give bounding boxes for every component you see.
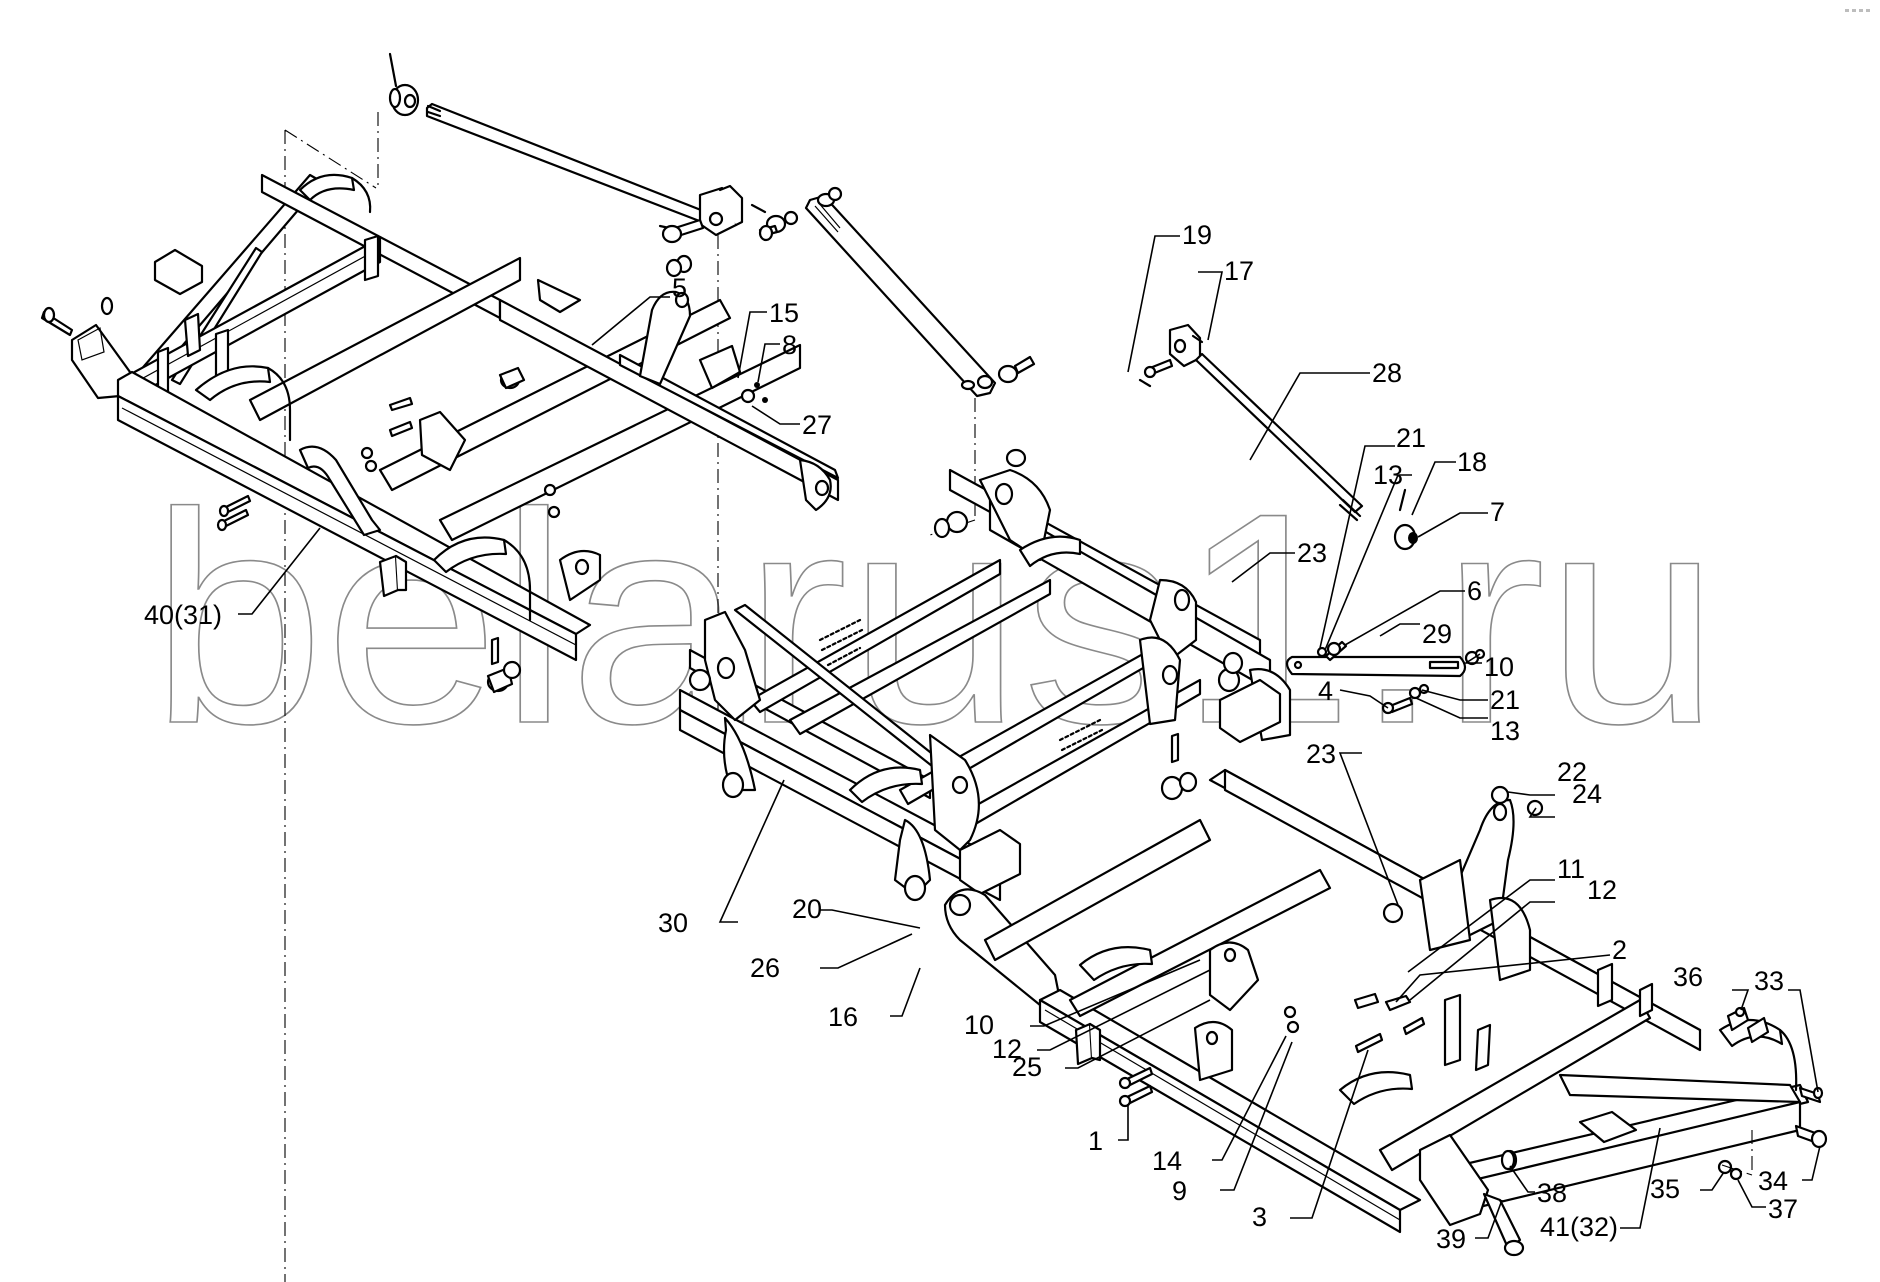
corner-mark: [1859, 9, 1863, 12]
callout-41-32: 41(32): [1540, 1212, 1618, 1242]
corner-marks: [1845, 9, 1870, 12]
callout-34: 34: [1758, 1166, 1788, 1196]
callout-9: 9: [1172, 1176, 1187, 1206]
callout-18: 18: [1457, 447, 1487, 477]
diagonal-link: [758, 186, 1036, 536]
callout-15: 15: [769, 298, 799, 328]
callout-40-31: 40(31): [144, 600, 222, 630]
callout-23-upper: 23: [1297, 538, 1327, 568]
callout-23-lower: 23: [1306, 739, 1336, 769]
callout-30: 30: [658, 908, 688, 938]
callout-10-left: 10: [964, 1010, 994, 1040]
callout-14: 14: [1152, 1146, 1182, 1176]
callout-22: 22: [1557, 757, 1587, 787]
callout-24: 24: [1572, 779, 1602, 809]
callout-5: 5: [672, 273, 687, 303]
right-frame-section: [943, 768, 1828, 1257]
callout-1: 1: [1088, 1126, 1103, 1156]
top-tie-rod: [388, 52, 767, 241]
callout-12-right: 12: [1587, 875, 1617, 905]
left-frame-section: [40, 173, 840, 694]
right-tie-rod: [1138, 323, 1418, 551]
callout-37: 37: [1768, 1194, 1798, 1224]
top-rod-clevis: [698, 184, 744, 237]
center-frame-section: [678, 448, 1292, 902]
callout-17: 17: [1224, 256, 1254, 286]
callout-33: 33: [1754, 966, 1784, 996]
callout-36: 36: [1673, 962, 1703, 992]
top-rod-nut: [388, 83, 420, 117]
callout-13-lower: 13: [1490, 716, 1520, 746]
callout-21-upper: 21: [1396, 423, 1426, 453]
callout-4: 4: [1318, 676, 1333, 706]
callout-12-left: 12: [992, 1034, 1022, 1064]
callout-2: 2: [1612, 935, 1627, 965]
leader-lines: [238, 235, 1821, 1239]
callout-38: 38: [1537, 1178, 1567, 1208]
link-plate: [1285, 640, 1486, 715]
callout-29: 29: [1422, 619, 1452, 649]
callout-27: 27: [802, 410, 832, 440]
callout-13-upper: 13: [1373, 460, 1403, 490]
callout-20: 20: [792, 894, 822, 924]
callout-6: 6: [1467, 576, 1482, 606]
callout-19: 19: [1182, 220, 1212, 250]
callout-21-lower: 21: [1490, 685, 1520, 715]
callout-3: 3: [1252, 1202, 1267, 1232]
callout-10-right: 10: [1484, 652, 1514, 682]
callout-7: 7: [1490, 497, 1505, 527]
callout-39: 39: [1436, 1224, 1466, 1254]
callout-labels: 19 17 28 21 13 18 7 23 6 29 10 4 21 13 2…: [144, 220, 1798, 1254]
callout-8: 8: [782, 330, 797, 360]
top-rod-alignment-line: [284, 112, 379, 1282]
callout-25: 25: [1012, 1052, 1042, 1082]
callout-28: 28: [1372, 358, 1402, 388]
corner-mark: [1852, 9, 1856, 12]
callout-11: 11: [1557, 854, 1585, 884]
callout-16: 16: [828, 1002, 858, 1032]
watermark: belarus1.ru: [150, 450, 1720, 786]
corner-mark: [1866, 9, 1870, 12]
callout-26: 26: [750, 953, 780, 983]
corner-mark: [1845, 9, 1849, 12]
callout-35: 35: [1650, 1174, 1680, 1204]
